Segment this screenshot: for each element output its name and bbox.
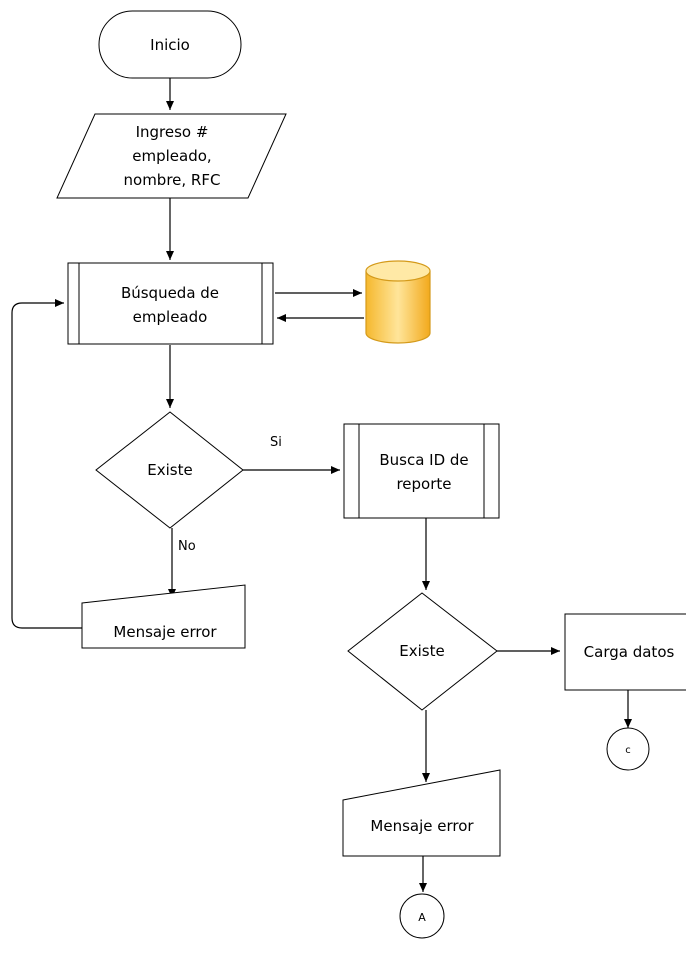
error-1-label: Mensaje error [113,623,217,641]
edge-error1-loop [11,299,82,629]
input-label-line2: empleado, [132,147,211,165]
connector-a: A [399,893,445,939]
start-label: Inicio [150,36,190,54]
database-icon [365,260,431,344]
search-employee-label-line2: empleado [133,308,208,326]
connector-c-label: c [625,745,631,756]
connector-a-label: A [418,911,426,924]
error-2-label: Mensaje error [370,817,474,835]
search-report-label-line2: reporte [396,475,451,493]
search-report-process: Busca ID de reporte [343,423,500,519]
yes-label: Si [270,435,282,450]
connectors [11,78,632,892]
load-data-label: Carga datos [584,643,675,661]
decision-2-label: Existe [399,642,444,660]
error-message-2: Mensaje error [342,769,501,857]
connector-c: c [606,727,650,771]
search-employee-label-line1: Búsqueda de [121,284,219,302]
decision-1-label: Existe [147,461,192,479]
start-terminator: Inicio [98,10,242,79]
search-employee-process: Búsqueda de empleado [67,262,274,345]
search-report-label-line1: Busca ID de [379,451,468,469]
no-label: No [178,539,196,554]
decision-2-diamond: Existe [347,592,498,711]
decision-1-diamond: Existe [95,411,244,529]
error-message-1: Mensaje error [81,584,246,649]
input-parallelogram: Ingreso # empleado, nombre, RFC [56,113,287,199]
input-label-line1: Ingreso # [136,123,209,141]
input-label-line3: nombre, RFC [124,171,221,189]
load-data-process: Carga datos [564,613,686,691]
